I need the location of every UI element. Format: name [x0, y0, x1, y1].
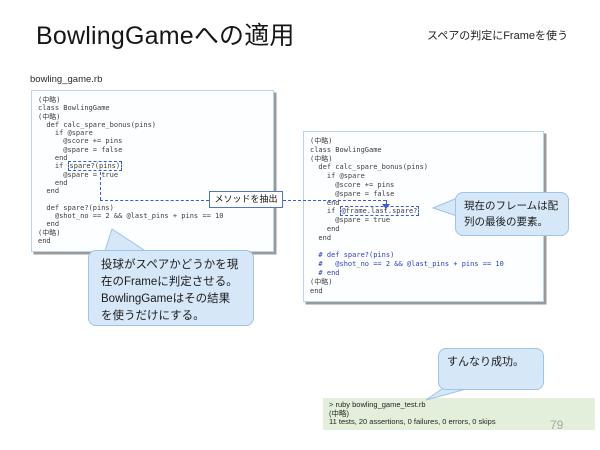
arrow-down-icon: [382, 204, 390, 209]
connector-line: [100, 172, 101, 200]
text-line: @spare = true: [38, 170, 119, 179]
code-line-highlighted: if @frame.last.spare?: [310, 206, 537, 217]
highlight-box-frame-last-spare: @frame.last.spare?: [339, 206, 420, 217]
filename-label: bowling_game.rb: [30, 74, 103, 85]
text-line: > ruby bowling_game_test.rb: [329, 400, 426, 409]
text-line: (中略): [38, 228, 61, 237]
text-line: def spare?(pins): [38, 203, 114, 212]
text-line: end: [310, 233, 332, 242]
terminal-output: > ruby bowling_game_test.rb(中略)11 tests,…: [323, 398, 595, 430]
text-line: 11 tests, 20 assertions, 0 failures, 0 e…: [329, 417, 496, 426]
code-lines: (中略)end: [310, 278, 537, 296]
code-lines: (中略)class BowlingGame(中略) def calc_spare…: [310, 137, 537, 207]
text-line: # @shot_no == 2 && @last_pins + pins == …: [310, 260, 504, 269]
text-line: # def spare?(pins): [310, 251, 395, 260]
page-number: 79: [550, 418, 564, 432]
commented-out-code: # def spare?(pins) # @shot_no == 2 && @l…: [310, 251, 537, 277]
slide-title: BowlingGameへの適用: [36, 22, 295, 50]
code-lines: @spare = true end end def spare?(pins) @…: [38, 171, 267, 246]
text-line: end: [38, 178, 68, 187]
text-line: end: [38, 154, 68, 163]
text-line: end: [310, 198, 340, 207]
code-line-highlighted: if spare?(pins): [38, 161, 267, 172]
text-line: (中略): [38, 112, 61, 121]
speech-bubble-delegate-to-frame: 投球がスペアかどうかを現在のFrameに判定させる。BowlingGameはその…: [88, 250, 254, 326]
text-line: if @spare: [310, 172, 365, 181]
text-line: (中略): [329, 408, 349, 418]
text-line: @spare = false: [310, 189, 395, 198]
text-line: end: [38, 220, 60, 229]
text-line: @spare = false: [38, 145, 123, 154]
text-line: end: [38, 187, 60, 196]
text-line: [310, 243, 537, 252]
speech-bubble-success: すんなり成功。: [438, 348, 544, 390]
code-block-before-refactor: (中略)class BowlingGame(中略) def calc_spare…: [31, 90, 274, 252]
text-line: def calc_spare_bonus(pins): [310, 163, 429, 172]
text-line: @score += pins: [310, 180, 395, 189]
connector-line: [100, 200, 209, 201]
text-line: (中略): [38, 96, 61, 104]
text-line: @spare = true: [310, 216, 391, 225]
text-line: class BowlingGame: [38, 104, 110, 113]
code-lines: @spare = true end end: [310, 216, 537, 251]
extract-method-callout: メソッドを抽出: [209, 191, 283, 208]
highlight-box-spare-call: spare?(pins): [67, 161, 123, 172]
speech-bubble-current-frame: 現在のフレームは配列の最後の要素。: [455, 192, 569, 236]
slide-subtitle: スペアの判定にFrameを使う: [426, 30, 568, 42]
text-line: @shot_no == 2 && @last_pins + pins == 10: [38, 212, 224, 221]
text-line: end: [310, 286, 323, 295]
code-text: if: [38, 162, 68, 171]
connector-line: [283, 200, 386, 201]
text-line: end: [38, 237, 51, 246]
text-line: (中略): [310, 277, 333, 286]
text-line: if @spare: [38, 129, 93, 138]
text-line: end: [310, 224, 340, 233]
text-line: (中略): [310, 137, 333, 145]
code-text: if: [310, 207, 340, 216]
connector-line: [386, 200, 387, 204]
text-line: class BowlingGame: [310, 145, 382, 154]
text-line: (中略): [310, 154, 333, 163]
text-line: @score += pins: [38, 137, 123, 146]
text-line: def calc_spare_bonus(pins): [38, 120, 157, 129]
code-lines: (中略)class BowlingGame(中略) def calc_spare…: [38, 96, 267, 162]
text-line: # end: [310, 268, 340, 277]
